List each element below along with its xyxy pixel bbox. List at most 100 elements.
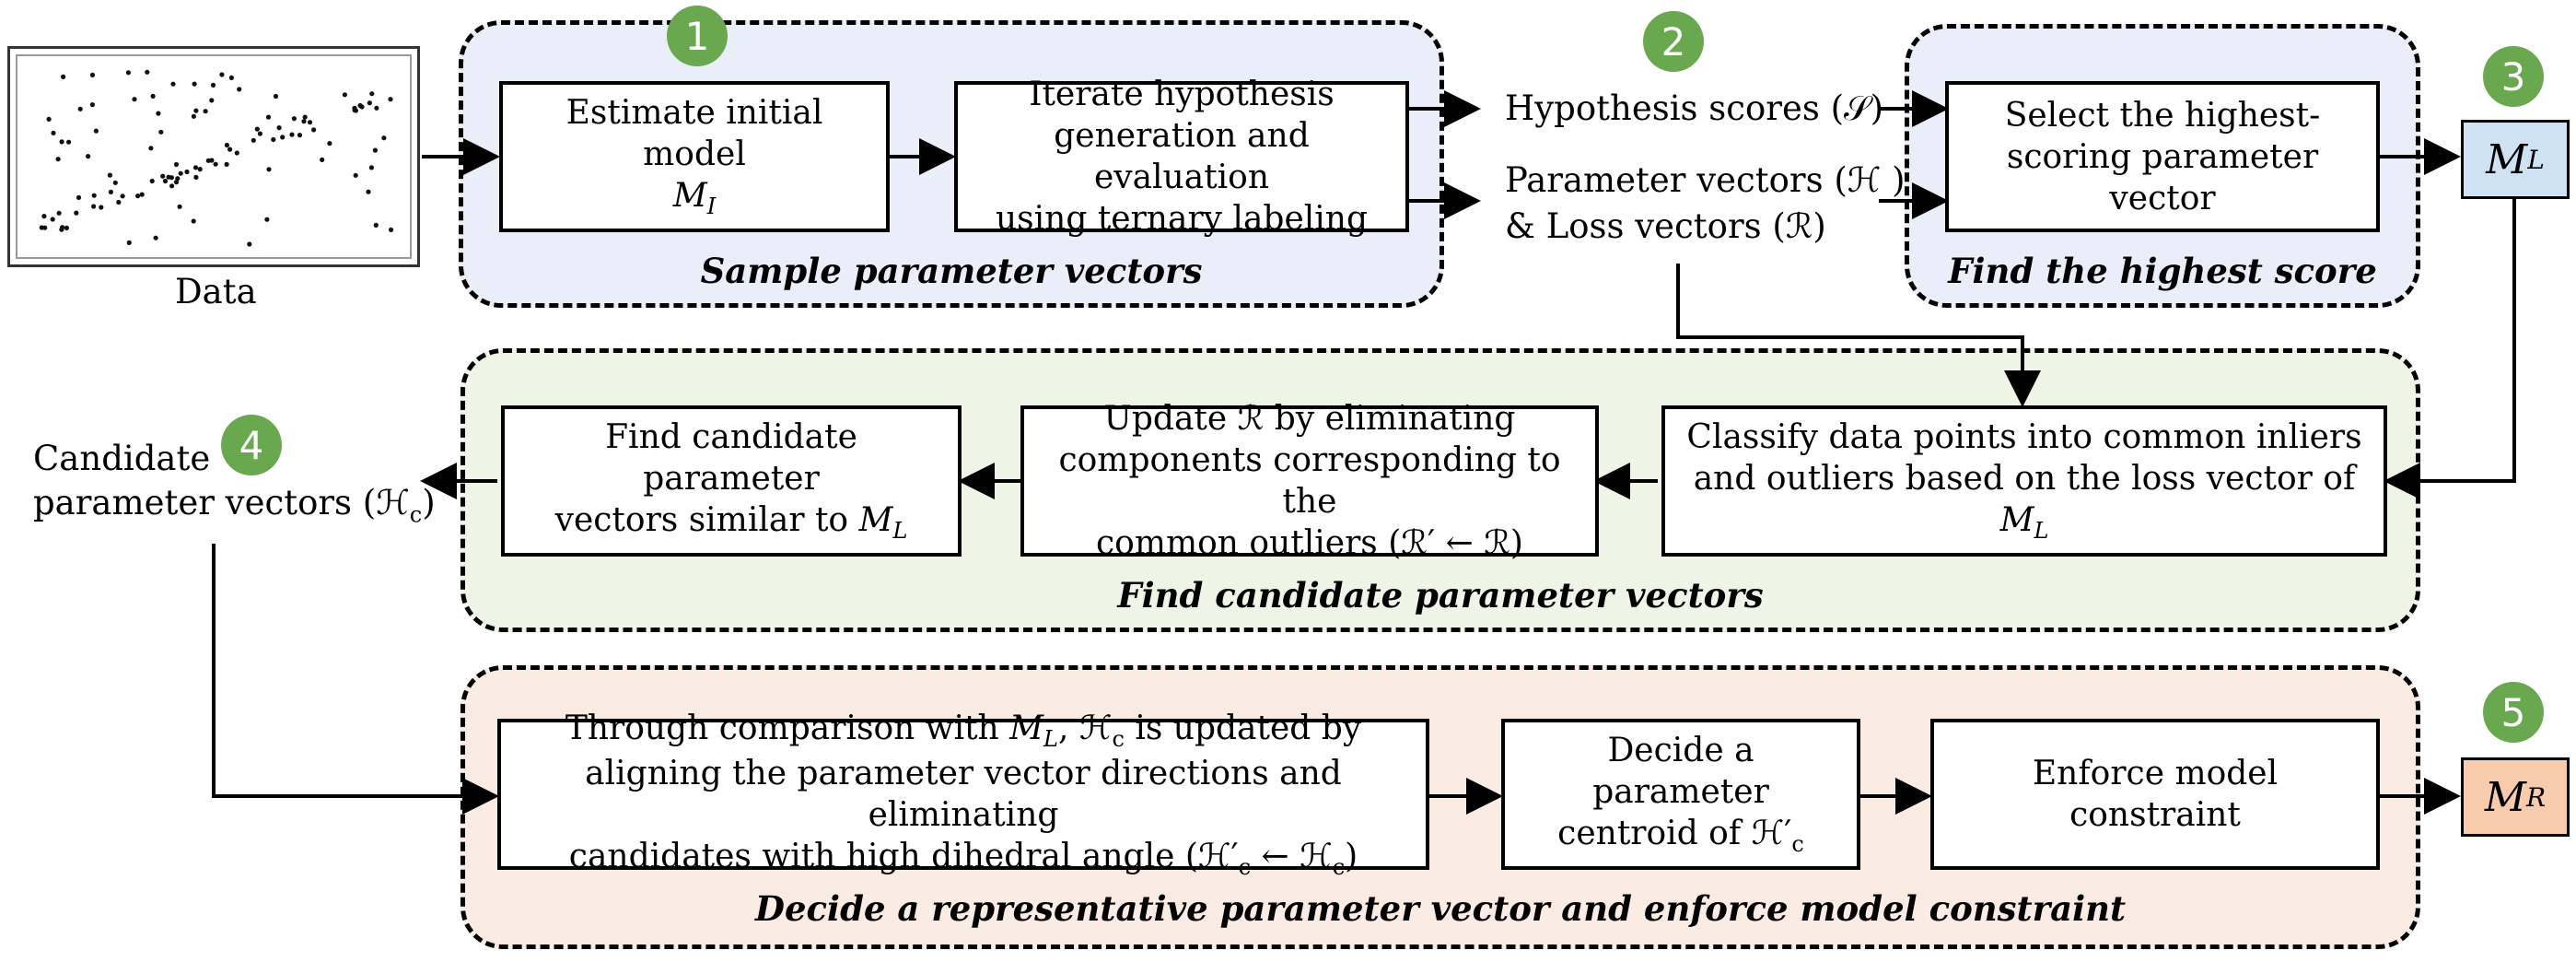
data-point bbox=[56, 210, 62, 216]
data-point bbox=[91, 193, 97, 198]
data-point bbox=[76, 194, 82, 200]
data-point bbox=[153, 235, 158, 240]
data-point bbox=[247, 241, 252, 247]
box-classify-line1: Classify data points into common inliers bbox=[1686, 418, 2362, 457]
data-point bbox=[125, 70, 131, 76]
box-find-candidate-vectors: Find candidate parameter vectors similar… bbox=[501, 405, 962, 557]
arrow-candidate-to-compare bbox=[212, 544, 499, 815]
box-update-line3: common outliers (ℛ′ ← ℛ) bbox=[1096, 524, 1523, 562]
data-point bbox=[91, 204, 97, 209]
data-point bbox=[191, 113, 196, 119]
data-point bbox=[193, 174, 199, 180]
step-badge-2: 2 bbox=[1643, 11, 1704, 72]
data-point bbox=[150, 93, 156, 99]
data-point bbox=[107, 172, 112, 178]
data-point bbox=[209, 98, 215, 103]
data-point bbox=[126, 240, 132, 245]
data-point bbox=[213, 161, 218, 167]
data-point bbox=[271, 136, 276, 143]
data-point bbox=[369, 91, 375, 97]
data-point bbox=[55, 157, 61, 162]
data-point bbox=[51, 130, 56, 135]
data-point bbox=[46, 116, 52, 122]
data-point bbox=[160, 173, 166, 179]
data-point bbox=[203, 109, 208, 114]
label-candidate-line2: parameter vectors (ℋc) bbox=[33, 483, 436, 528]
model-mr-symbol: M bbox=[2484, 773, 2526, 821]
data-point bbox=[139, 192, 145, 197]
data-point bbox=[169, 183, 175, 189]
data-point bbox=[297, 133, 303, 138]
data-point bbox=[227, 147, 233, 152]
data-point bbox=[61, 74, 66, 79]
arrow-params-to-classify bbox=[1676, 264, 2041, 407]
data-point bbox=[77, 106, 83, 111]
box-compare-line1: Through comparison with ML, ℋc is update… bbox=[565, 709, 1362, 752]
data-point bbox=[251, 137, 256, 143]
caption-decide-representative: Decide a representative parameter vector… bbox=[754, 888, 2127, 929]
data-point bbox=[291, 116, 297, 122]
data-point bbox=[302, 114, 308, 120]
data-point bbox=[210, 82, 216, 88]
data-point bbox=[41, 214, 47, 219]
box-update-line2: components corresponding to the bbox=[1058, 441, 1561, 521]
data-point bbox=[320, 157, 325, 162]
box-iterate-hypothesis: Iterate hypothesis generation and evalua… bbox=[954, 76, 1409, 238]
data-label: Data bbox=[175, 272, 257, 311]
data-point bbox=[372, 147, 378, 153]
data-point bbox=[74, 210, 79, 216]
data-point bbox=[368, 165, 374, 170]
data-point bbox=[273, 93, 279, 100]
box-iterate-line1: Iterate hypothesis bbox=[1029, 76, 1335, 113]
arrow-ml-to-classify bbox=[2384, 195, 2516, 499]
data-point bbox=[357, 102, 363, 109]
data-point bbox=[264, 217, 270, 222]
box-find-line2: vectors similar to ML bbox=[554, 501, 908, 545]
data-point bbox=[112, 180, 118, 185]
box-centroid-line1: Decide a parameter bbox=[1592, 732, 1769, 812]
step-badge-3: 3 bbox=[2483, 46, 2544, 107]
data-point bbox=[173, 180, 180, 185]
data-point bbox=[93, 128, 99, 134]
caption-find-highest-score: Find the highest score bbox=[1948, 251, 2377, 291]
data-point bbox=[192, 165, 199, 170]
data-point bbox=[89, 102, 95, 108]
data-point bbox=[353, 172, 358, 178]
box-estimate-line2: MI bbox=[672, 177, 717, 220]
data-point bbox=[374, 105, 379, 111]
box-select-highest-scoring: Select the highest- scoring parameter ve… bbox=[1945, 81, 2380, 232]
data-point bbox=[166, 174, 171, 180]
data-point bbox=[197, 167, 203, 172]
caption-sample-parameter-vectors: Sample parameter vectors bbox=[700, 251, 1203, 291]
data-point bbox=[311, 127, 317, 133]
box-enforce-label: Enforce model constraint bbox=[2032, 755, 2279, 834]
box-enforce-constraint: Enforce model constraint bbox=[1930, 719, 2380, 870]
data-point bbox=[42, 225, 48, 230]
data-point bbox=[66, 139, 72, 145]
data-point bbox=[276, 125, 282, 131]
box-select-line1: Select the highest- bbox=[2004, 96, 2321, 135]
data-point bbox=[170, 81, 176, 87]
data-point bbox=[184, 169, 190, 175]
data-point bbox=[156, 111, 161, 116]
data-point bbox=[289, 132, 295, 137]
box-decide-centroid: Decide a parameter centroid of ℋ′c bbox=[1501, 719, 1860, 870]
model-mr-subscript: R bbox=[2525, 781, 2547, 813]
data-point bbox=[148, 146, 154, 151]
box-find-line1: Find candidate parameter bbox=[605, 418, 857, 499]
box-centroid-line2: centroid of ℋ′c bbox=[1557, 815, 1804, 858]
data-point bbox=[219, 72, 225, 77]
data-point bbox=[301, 119, 307, 124]
data-point bbox=[192, 81, 197, 87]
step-badge-4: 4 bbox=[221, 415, 282, 475]
data-point bbox=[158, 129, 164, 135]
data-point bbox=[224, 161, 229, 167]
box-classify-data-points: Classify data points into common inliers… bbox=[1661, 405, 2387, 557]
label-candidate-line1: Candidate bbox=[33, 439, 211, 478]
box-compare-line2: aligning the parameter vector directions… bbox=[585, 755, 1342, 834]
data-point bbox=[388, 97, 393, 102]
step-badge-1: 1 bbox=[667, 6, 728, 66]
